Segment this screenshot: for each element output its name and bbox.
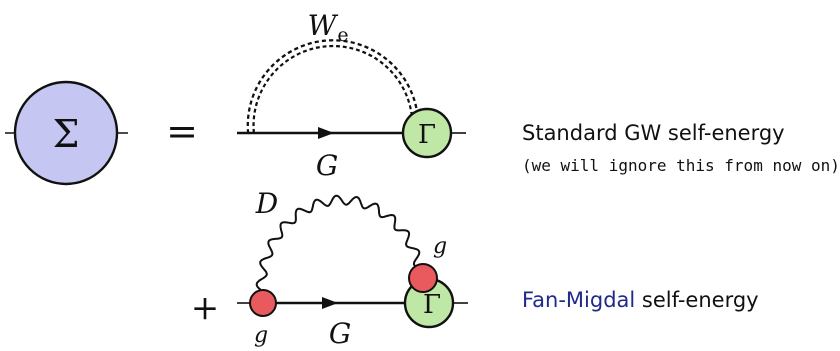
fan-migdal-diagram: Γ D G g g (237, 187, 468, 350)
coupling-right (408, 263, 438, 293)
equals-sign: = (166, 109, 198, 153)
gw-title: Standard GW self-energy (522, 121, 785, 145)
fm-propagator-label: G (329, 317, 351, 350)
fan-migdal-title-rest: self-energy (635, 288, 758, 312)
coupling-left (249, 289, 277, 317)
sigma-label: Σ (53, 112, 80, 156)
fm-propagator-arrow (322, 297, 338, 309)
phonon-line (255, 194, 427, 291)
gw-diagram: Γ W e G (237, 9, 466, 182)
plus-sign: + (191, 288, 220, 328)
coupling-right-label: g (433, 234, 447, 259)
gw-interaction-line (246, 39, 419, 134)
gw-vertex-label: Γ (418, 120, 436, 150)
gw-interaction-subscript: e (337, 24, 348, 46)
coupling-left-label: g (254, 323, 268, 348)
fan-migdal-title: Fan-Migdal self-energy (522, 288, 759, 312)
fm-vertex-label: Γ (423, 290, 441, 320)
sigma-circle (13, 80, 119, 186)
phonon-label: D (255, 187, 278, 220)
gw-interaction-label: W (308, 9, 339, 42)
fan-migdal-highlight: Fan-Migdal (522, 288, 635, 312)
gw-vertex (401, 107, 453, 159)
gw-propagator-label: G (316, 149, 338, 182)
gw-propagator-arrow (318, 127, 334, 139)
self-energy-symbol: Σ (5, 80, 128, 186)
gw-note: (we will ignore this from now on) (522, 156, 840, 175)
